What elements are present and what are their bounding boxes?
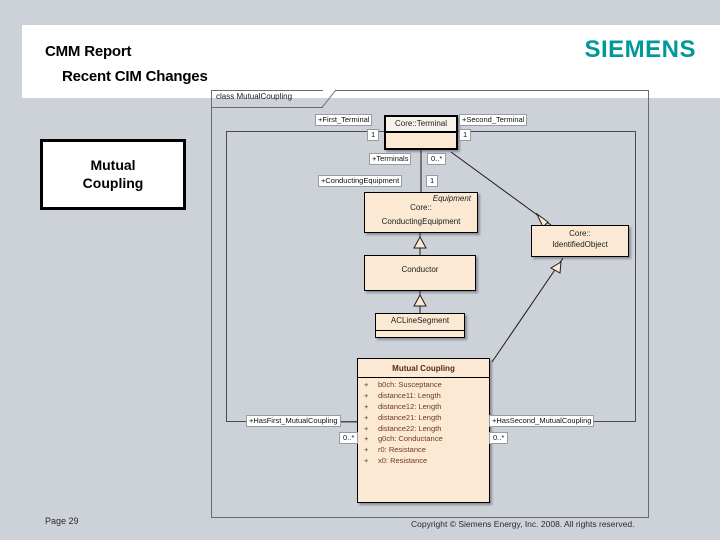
siemens-logo: SIEMENS — [584, 36, 696, 63]
list-item: + r0: Resistance — [358, 445, 489, 456]
class-name-mutual-coupling: Mutual Coupling — [358, 359, 489, 378]
attribute-text: g0ch: Conductance — [378, 434, 443, 444]
edge-label-conducting-equipment: +ConductingEquipment — [318, 175, 403, 188]
uml-diagram-frame — [211, 90, 649, 518]
visibility-marker: + — [364, 445, 369, 455]
visibility-marker: + — [364, 434, 369, 444]
callout-line1: Mutual — [90, 157, 136, 173]
class-box-conductor[interactable]: Conductor — [364, 255, 476, 291]
class-box-mutual-coupling[interactable]: Mutual Coupling + b0ch: Susceptance + dist… — [357, 358, 490, 503]
edge-label-first-terminal: +First_Terminal — [315, 114, 373, 127]
class-name-conductor: Conductor — [401, 265, 439, 274]
class-name-identified-object-ns: Core:: — [569, 229, 591, 238]
class-name-identified-object: IdentifiedObject — [552, 239, 608, 249]
list-item: + distance22: Length — [358, 424, 489, 435]
list-item: + b0ch: Susceptance — [358, 380, 489, 391]
class-compartment-divider — [376, 329, 464, 331]
uml-frame-tab-corner — [322, 90, 336, 108]
attribute-text: r0: Resistance — [378, 445, 426, 455]
attribute-text: distance22: Length — [378, 423, 442, 433]
attribute-text: distance21: Length — [378, 412, 442, 422]
uml-frame-tab — [211, 90, 323, 108]
class-body-terminal — [386, 133, 456, 146]
edge-mult-second-terminal: 1 — [459, 129, 472, 142]
edge-label-has-second: +HasSecond_MutualCoupling — [489, 415, 595, 428]
uml-frame-label: class MutualCoupling — [216, 92, 293, 101]
class-name-conducting-equipment: ConductingEquipment — [381, 216, 461, 226]
callout-line2: Coupling — [82, 174, 144, 191]
edge-mult-conducting-equipment: 1 — [426, 175, 439, 188]
edge-mult-terminals: 0..* — [427, 153, 447, 166]
edge-mult-first-terminal: 1 — [367, 129, 380, 142]
attribute-text: b0ch: Susceptance — [378, 380, 442, 389]
list-item: + distance12: Length — [358, 402, 489, 413]
uml-frame-top-edge — [335, 90, 649, 91]
list-item: + g0ch: Conductance — [358, 434, 489, 445]
edge-label-terminals: +Terminals — [369, 153, 412, 166]
class-name-conducting-equipment-ns: Core:: — [410, 203, 432, 212]
class-box-terminal[interactable]: Core::Terminal — [384, 115, 458, 150]
edge-mult-has-second: 0..* — [489, 432, 509, 445]
attribute-text: distance11: Length — [378, 390, 441, 400]
edge-label-second-terminal: +Second_Terminal — [459, 114, 528, 127]
class-stereotype-equipment: Equipment — [432, 194, 471, 203]
page-title-line1: CMM Report — [45, 43, 132, 60]
class-name-acline-segment: ACLineSegment — [390, 316, 450, 325]
attribute-text: x0: Resistance — [378, 456, 428, 466]
copyright-notice: Copyright © Siemens Energy, Inc. 2008. A… — [411, 519, 635, 529]
attribute-list: + b0ch: Susceptance + distance11: Length +… — [358, 378, 489, 467]
visibility-marker: + — [364, 380, 369, 389]
callout-box: Mutual Coupling — [40, 139, 186, 210]
visibility-marker: + — [364, 390, 369, 400]
class-box-acline-segment[interactable]: ACLineSegment — [375, 313, 465, 338]
page-number: Page 29 — [45, 516, 79, 526]
page-title-line2: Recent CIM Changes — [62, 68, 208, 85]
visibility-marker: + — [364, 456, 369, 466]
edge-mult-has-first: 0..* — [339, 432, 359, 445]
class-box-conducting-equipment[interactable]: Equipment Core:: ConductingEquipment — [364, 192, 478, 233]
visibility-marker: + — [364, 423, 369, 433]
visibility-marker: + — [364, 412, 369, 422]
class-box-identified-object[interactable]: Core:: IdentifiedObject — [531, 225, 629, 257]
class-name-terminal: Core::Terminal — [386, 117, 456, 133]
edge-label-has-first: +HasFirst_MutualCoupling — [246, 415, 341, 428]
visibility-marker: + — [364, 401, 369, 411]
list-item: + distance21: Length — [358, 413, 489, 424]
attribute-text: distance12: Length — [378, 401, 442, 411]
list-item: + distance11: Length — [358, 391, 489, 402]
header-band — [22, 25, 720, 98]
list-item: + x0: Resistance — [358, 456, 489, 467]
